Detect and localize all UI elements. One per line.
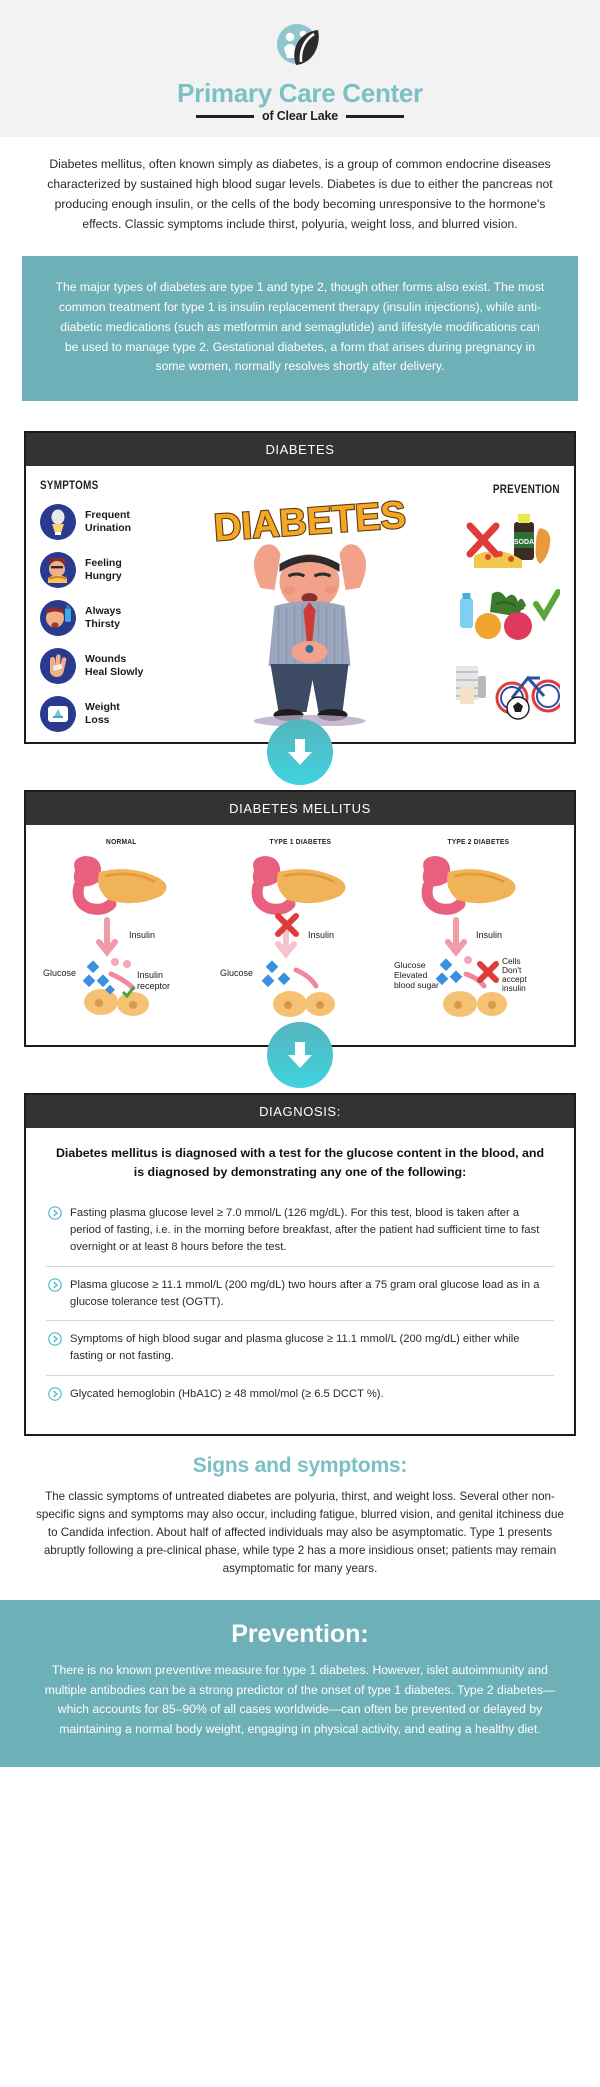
site-header: Primary Care Center of Clear Lake bbox=[0, 0, 600, 138]
card-diagnosis-body: Diabetes mellitus is diagnosed with a te… bbox=[26, 1128, 574, 1434]
brand-subtitle: of Clear Lake bbox=[262, 109, 338, 124]
svg-text:Cells: Cells bbox=[502, 956, 521, 966]
diagnosis-lead: Diabetes mellitus is diagnosed with a te… bbox=[55, 1146, 545, 1179]
signs-and-symptoms-section: Signs and symptoms: The classic symptoms… bbox=[0, 1436, 600, 1600]
mellitus-column-type1: TYPE 1 DIABETES Insulin Glucose bbox=[211, 837, 390, 1031]
prevention-section: Prevention: There is no known preventive… bbox=[0, 1600, 600, 1768]
chevron-right-icon bbox=[48, 1277, 62, 1297]
prevention-column: PREVENTION SODA bbox=[448, 480, 560, 732]
diagnosis-criteria-list: Fasting plasma glucose level ≥ 7.0 mmol/… bbox=[46, 1195, 554, 1416]
criterion-text: Plasma glucose ≥ 11.1 mmol/L (200 mg/dL)… bbox=[70, 1278, 540, 1308]
weight-scale-icon bbox=[40, 696, 76, 733]
types-callout: The major types of diabetes are type 1 a… bbox=[22, 256, 578, 402]
pancreas-normal-diagram: Insulin Glucose Insulin receptor bbox=[43, 856, 170, 1017]
svg-text:Elevated: Elevated bbox=[394, 970, 428, 980]
prevention-item-exercise bbox=[448, 658, 560, 720]
diabetes-illustration: DIABETES bbox=[172, 480, 448, 732]
svg-text:SODA: SODA bbox=[514, 539, 534, 546]
signs-paragraph: The classic symptoms of untreated diabet… bbox=[36, 1489, 564, 1576]
criterion-text: Symptoms of high blood sugar and plasma … bbox=[70, 1333, 520, 1363]
blocked-cross-icon bbox=[275, 913, 299, 938]
pancreas-type1-diagram: Insulin Glucose bbox=[220, 856, 346, 1018]
rule-left bbox=[196, 114, 255, 118]
svg-text:Don't: Don't bbox=[502, 965, 522, 975]
card-diabetes-header: DIABETES bbox=[26, 433, 574, 467]
eating-man-icon bbox=[40, 552, 76, 589]
blocked-cross-icon bbox=[476, 961, 499, 984]
svg-text:Insulin: Insulin bbox=[476, 930, 502, 940]
svg-text:Glucose: Glucose bbox=[43, 968, 76, 978]
poster-word: DIABETES bbox=[211, 493, 408, 551]
svg-text:receptor: receptor bbox=[137, 981, 170, 991]
rule-right bbox=[345, 114, 404, 118]
prevention-paragraph: There is no known preventive measure for… bbox=[44, 1663, 556, 1736]
prevention-item-healthy-food bbox=[448, 586, 560, 648]
criterion-text: Glycated hemoglobin (HbA1C) ≥ 48 mmol/mo… bbox=[70, 1387, 384, 1400]
intro-paragraph: Diabetes mellitus, often known simply as… bbox=[47, 157, 553, 231]
svg-text:Insulin: Insulin bbox=[137, 970, 163, 980]
svg-text:Insulin: Insulin bbox=[308, 930, 334, 940]
signs-title: Signs and symptoms: bbox=[192, 1453, 408, 1477]
arrow-connector-1 bbox=[0, 719, 600, 790]
pancreas-type2-diagram: Insulin Glucose Elevated blood sugar Cel… bbox=[394, 856, 527, 1018]
prevention-title: Prevention: bbox=[231, 1620, 369, 1649]
chevron-right-icon bbox=[48, 1206, 62, 1225]
infographic-page: Primary Care Center of Clear Lake Diabet… bbox=[0, 0, 600, 1768]
bandaged-hand-icon bbox=[40, 648, 76, 685]
list-item: Glycated hemoglobin (HbA1C) ≥ 48 mmol/mo… bbox=[46, 1374, 554, 1416]
card-diabetes-symptoms: DIABETES SYMPTOMS bbox=[24, 431, 576, 745]
card-mellitus-body: NORMAL Insulin Glucose bbox=[26, 825, 574, 1046]
card-diagnosis-header: DIAGNOSIS: bbox=[26, 1095, 574, 1129]
list-item: Fasting plasma glucose level ≥ 7.0 mmol/… bbox=[46, 1195, 554, 1265]
column-title: NORMAL bbox=[106, 837, 137, 847]
chevron-right-icon bbox=[48, 1387, 62, 1406]
svg-text:Insulin: Insulin bbox=[129, 930, 155, 940]
card-diabetes-mellitus: DIABETES MELLITUS NORMAL Insulin bbox=[24, 790, 576, 1048]
thirsty-man-icon bbox=[40, 600, 76, 637]
stressed-man-illustration bbox=[253, 544, 367, 727]
mellitus-column-normal: NORMAL Insulin Glucose bbox=[32, 837, 211, 1031]
down-arrow-icon bbox=[267, 719, 333, 786]
criterion-text: Fasting plasma glucose level ≥ 7.0 mmol/… bbox=[70, 1207, 540, 1253]
prevention-title: PREVENTION bbox=[493, 484, 560, 497]
list-item: Symptoms of high blood sugar and plasma … bbox=[46, 1320, 554, 1375]
svg-text:insulin: insulin bbox=[502, 983, 526, 993]
brand-name: Primary Care Center bbox=[177, 78, 423, 108]
brand-subtitle-row: of Clear Lake bbox=[0, 109, 600, 123]
list-item: Plasma glucose ≥ 11.1 mmol/L (200 mg/dL)… bbox=[46, 1265, 554, 1321]
prevention-item-junk-food: SODA bbox=[448, 508, 560, 576]
column-title: TYPE 1 DIABETES bbox=[269, 837, 331, 847]
card-diagnosis: DIAGNOSIS: Diabetes mellitus is diagnose… bbox=[24, 1093, 576, 1436]
svg-text:Glucose: Glucose bbox=[394, 960, 426, 970]
toilet-icon bbox=[40, 504, 76, 541]
card-mellitus-header: DIABETES MELLITUS bbox=[26, 792, 574, 826]
mellitus-column-type2: TYPE 2 DIABETES Insulin Glucose Elevated… bbox=[389, 837, 568, 1031]
down-arrow-icon bbox=[267, 1022, 333, 1089]
svg-text:Glucose: Glucose bbox=[220, 968, 253, 978]
svg-text:blood sugar: blood sugar bbox=[394, 980, 439, 990]
logo-icon bbox=[270, 18, 330, 78]
chevron-right-icon bbox=[48, 1332, 62, 1351]
column-title: TYPE 2 DIABETES bbox=[447, 837, 510, 847]
svg-text:accept: accept bbox=[502, 974, 527, 984]
arrow-connector-2 bbox=[0, 1022, 600, 1093]
symptoms-title: SYMPTOMS bbox=[40, 480, 99, 493]
